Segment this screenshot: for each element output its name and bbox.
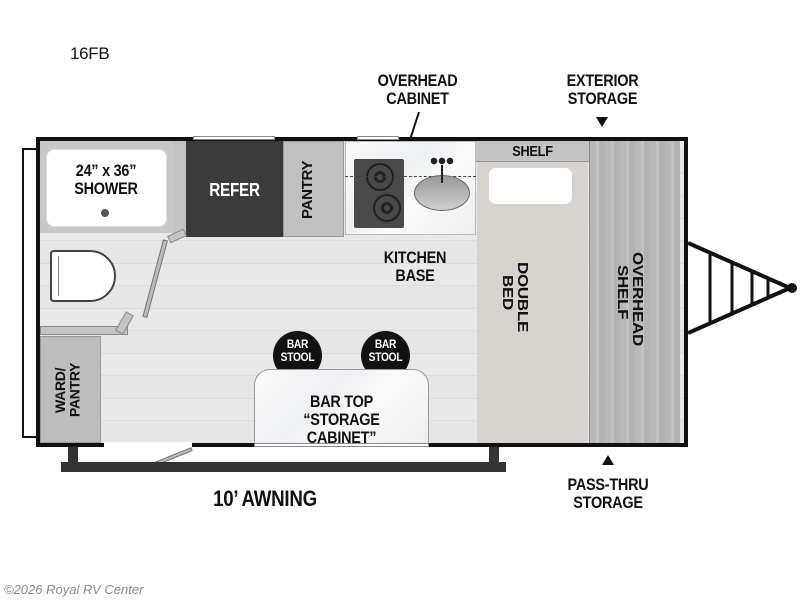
label-line: PASS-THRU [567,475,649,494]
label-line: SHOWER [74,178,138,198]
label-line: STOOL [368,349,403,364]
window [357,136,399,140]
label-line: PANTRY [66,362,83,418]
rear-bumper [22,148,38,438]
entry-door-opening [104,442,192,448]
awning-post [68,447,78,463]
refer-label: REFER [209,180,260,200]
label-line: WARD/ [52,367,68,413]
pantry [283,141,344,237]
awning-bar [61,462,506,472]
label-line: BED [499,274,516,310]
shelf-label: SHELF [512,143,553,160]
arrow-up-icon [602,455,614,465]
label-line: EXTERIOR [566,71,639,90]
faucet-spout [441,165,443,183]
label-line: BASE [395,265,435,285]
shelf [476,141,589,162]
label-line: KITCHEN [383,248,447,267]
pantry-label: PANTRY [299,160,316,220]
double-bed [477,162,588,443]
label-line: 24” x 36” [75,161,137,180]
label-line: BAR [374,337,397,351]
label-line: OVERHEAD [629,252,646,346]
window [193,136,275,140]
label-line: “STORAGE CABINET” [303,409,380,447]
label-line: BAR TOP [310,392,373,411]
overhead-cabinet-dashed-line [345,176,476,177]
bar-top-label: BAR TOP“STORAGE CABINET” [267,393,416,447]
pillow [489,168,572,204]
refrigerator [186,141,283,237]
overhead-shelf [589,141,680,443]
bathroom-wall [40,326,128,335]
label-line: STORAGE [573,492,643,512]
awning-post [489,447,499,463]
toilet [50,250,116,302]
model-title: 16FB [70,44,110,63]
hitch-tongue [688,241,797,335]
wall [173,141,186,237]
burner-icon [373,194,401,222]
label-line: BAR [286,337,309,351]
label-line: CABINET [386,88,449,108]
label-line: OVERHEAD [377,71,458,90]
ward-pantry [40,336,101,443]
ward-pantry-label: WARD/PANTRY [52,360,83,420]
watermark: ©2026 Royal RV Center [4,582,144,597]
toilet-tank [58,256,62,296]
bottom-window [254,443,429,447]
bar-top-storage-cabinet [254,369,429,445]
label-line: DOUBLE [514,262,531,332]
burner-icon [366,163,394,191]
label-line: SHELF [614,264,631,320]
awning-label: 10’ AWNING [213,486,317,511]
label-line: STORAGE [567,88,638,108]
shower-drain-icon [101,209,109,217]
arrow-down-icon [596,117,608,127]
label-line: STOOL [280,349,315,364]
shower-label: 24” x 36”SHOWER [58,162,153,198]
faucet-icon [430,157,454,165]
